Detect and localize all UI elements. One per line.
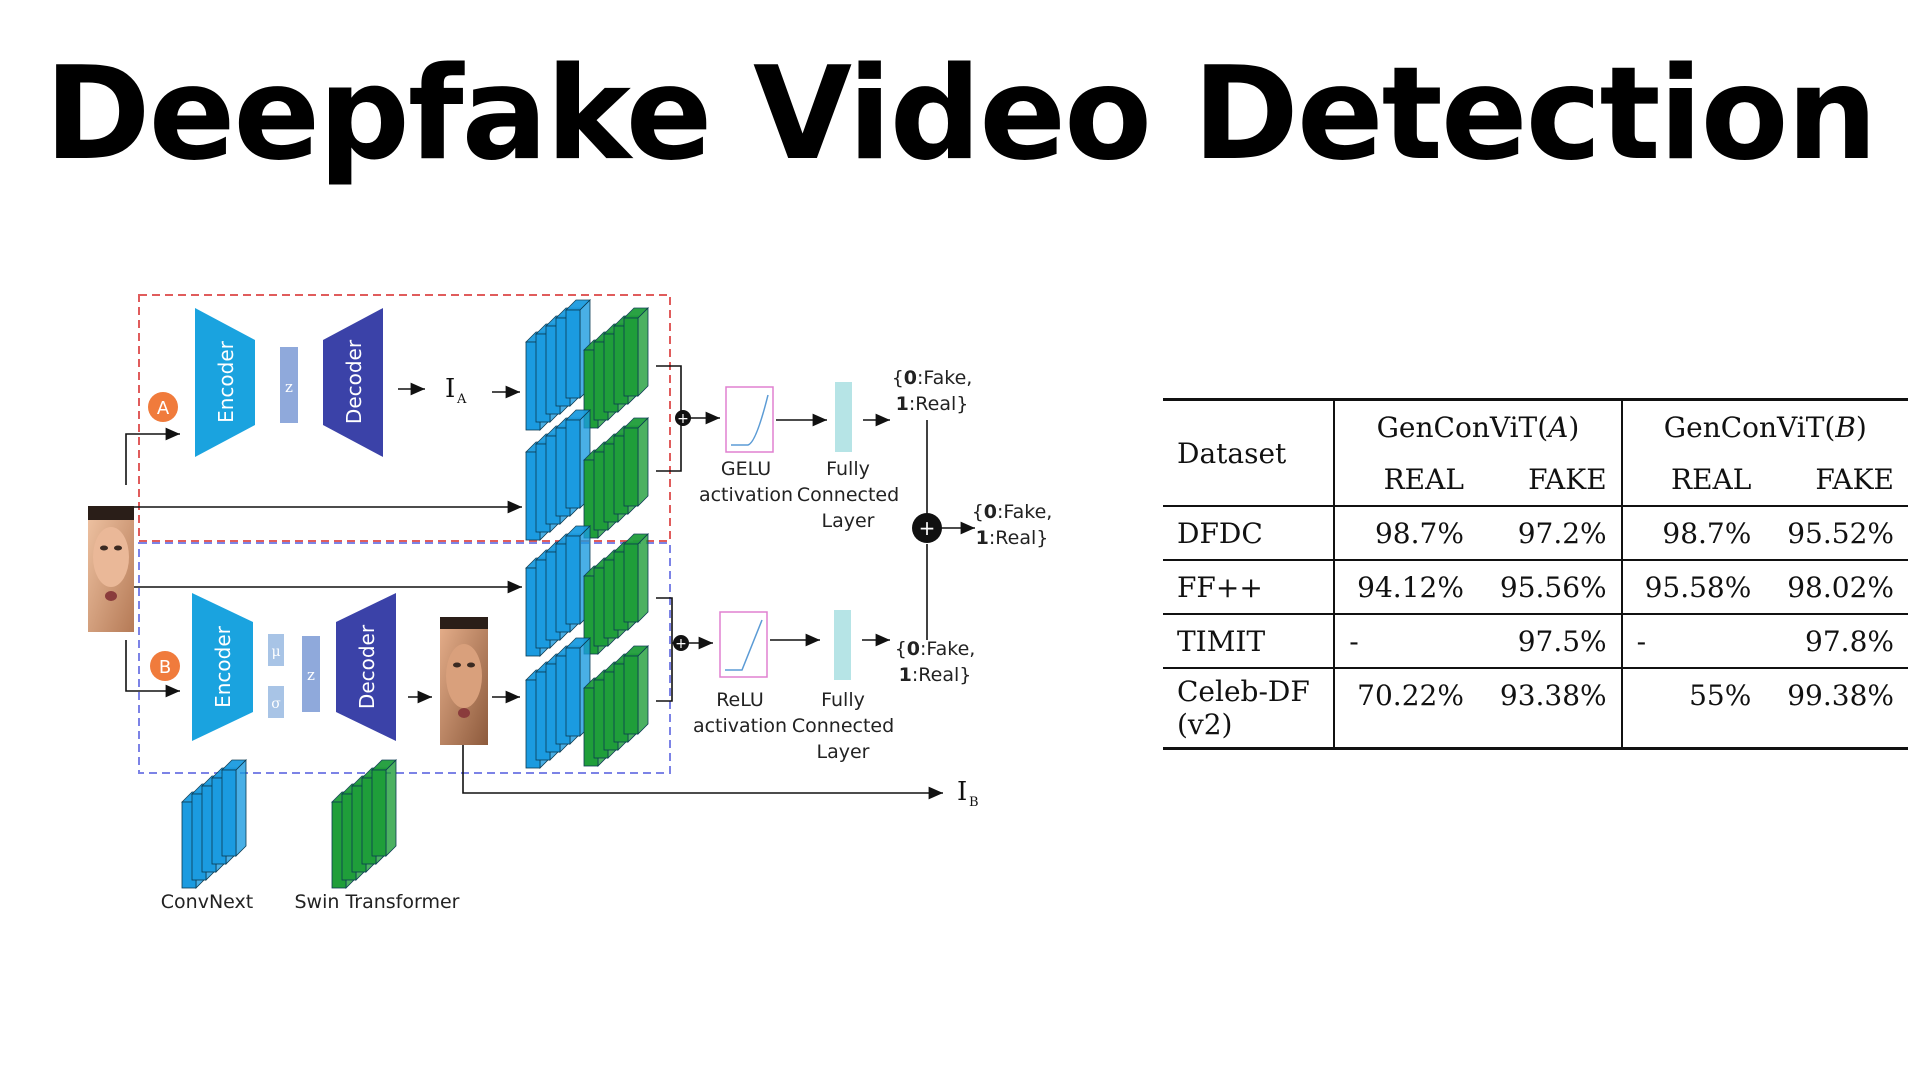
fc-label-b: Layer — [817, 741, 870, 763]
svg-text:Decoder: Decoder — [355, 624, 379, 709]
encoder-a: Encoder — [195, 308, 255, 457]
svg-text:z: z — [285, 378, 293, 396]
svg-text:B: B — [159, 657, 171, 678]
fc-label-a: Fully — [826, 458, 870, 480]
value-cell: - — [1334, 614, 1478, 668]
svg-text:z: z — [307, 666, 315, 684]
value-cell: 94.12% — [1334, 560, 1478, 614]
value-cell: 97.2% — [1478, 506, 1622, 560]
badge-b: B — [150, 651, 180, 681]
results-table: Dataset GenConViT(A) GenConViT(B) REAL F… — [1163, 398, 1908, 750]
plus-circle-icon: + — [673, 635, 689, 652]
decoder-a: Decoder — [323, 308, 383, 457]
value-cell: 93.38% — [1478, 668, 1622, 749]
value-cell: 98.02% — [1765, 560, 1908, 614]
fc-label-b: Fully — [821, 689, 865, 711]
dataset-cell: TIMIT — [1163, 614, 1334, 668]
output-label-b: {0:Fake, — [895, 638, 976, 660]
svg-text:+: + — [675, 636, 687, 652]
legend-swin-label: Swin Transformer — [295, 891, 460, 913]
ib-label: I — [957, 777, 967, 807]
value-cell: 98.7% — [1334, 506, 1478, 560]
subcol-fake-b: FAKE — [1765, 453, 1908, 506]
gelu-label: GELU — [721, 458, 771, 480]
table-row: Celeb-DF(v2)70.22%93.38%55%99.38% — [1163, 668, 1908, 749]
svg-text:A: A — [157, 398, 170, 419]
subcol-fake-a: FAKE — [1478, 453, 1622, 506]
value-cell: 95.52% — [1765, 506, 1908, 560]
dataset-cell: Celeb-DF(v2) — [1163, 668, 1334, 749]
value-cell: 55% — [1622, 668, 1766, 749]
swin-stack — [584, 418, 648, 538]
svg-text:Decoder: Decoder — [342, 339, 366, 424]
gelu-label: activation — [699, 484, 793, 506]
relu-activation-box — [720, 612, 767, 677]
swin-stack — [584, 534, 648, 654]
table-row: TIMIT-97.5%-97.8% — [1163, 614, 1908, 668]
value-cell: 95.58% — [1622, 560, 1766, 614]
fc-layer-a — [835, 382, 852, 452]
decoder-b: Decoder — [336, 593, 396, 741]
badge-a: A — [148, 392, 178, 422]
value-cell: 70.22% — [1334, 668, 1478, 749]
value-cell: 97.5% — [1478, 614, 1622, 668]
encoder-b: Encoder — [192, 593, 253, 741]
reconstructed-face-image — [440, 617, 488, 745]
ia-label: I — [445, 374, 455, 404]
input-face-image — [88, 506, 134, 632]
value-cell: 95.56% — [1478, 560, 1622, 614]
output-label-final: 1:Real} — [976, 527, 1049, 549]
subcol-real-b: REAL — [1622, 453, 1766, 506]
plus-circle-icon: + — [675, 410, 691, 427]
gelu-activation-box — [726, 387, 773, 452]
output-label-a: {0:Fake, — [892, 367, 973, 389]
model-a-header: GenConViT(A) — [1334, 400, 1621, 454]
value-cell: 98.7% — [1622, 506, 1766, 560]
dataset-cell: FF++ — [1163, 560, 1334, 614]
output-label-final: {0:Fake, — [972, 501, 1053, 523]
dataset-header: Dataset — [1163, 400, 1334, 507]
plus-circle-icon: + — [912, 513, 942, 543]
svg-text:Encoder: Encoder — [211, 625, 235, 708]
swin-legend-icon — [332, 760, 396, 888]
svg-text:+: + — [677, 411, 689, 427]
legend-convnext-label: ConvNext — [161, 891, 253, 913]
dataset-cell: DFDC — [1163, 506, 1334, 560]
model-b-header: GenConViT(B) — [1622, 400, 1908, 454]
svg-text:A: A — [456, 392, 467, 407]
output-label-a: 1:Real} — [896, 393, 969, 415]
convnext-legend-icon — [182, 760, 246, 888]
table-row: FF++94.12%95.56%95.58%98.02% — [1163, 560, 1908, 614]
svg-text:B: B — [969, 795, 979, 810]
fc-layer-b — [834, 610, 851, 680]
convnext-stack — [526, 526, 590, 656]
value-cell: - — [1622, 614, 1766, 668]
fc-label-a: Connected — [797, 484, 899, 506]
fc-label-b: Connected — [792, 715, 894, 737]
fc-label-a: Layer — [822, 510, 875, 532]
value-cell: 97.8% — [1765, 614, 1908, 668]
output-label-b: 1:Real} — [899, 664, 972, 686]
svg-text:μ: μ — [271, 644, 280, 660]
subcol-real-a: REAL — [1334, 453, 1478, 506]
value-cell: 99.38% — [1765, 668, 1908, 749]
svg-text:+: + — [919, 516, 936, 540]
relu-label: ReLU — [716, 689, 764, 711]
svg-text:Encoder: Encoder — [214, 340, 238, 423]
svg-text:σ: σ — [271, 696, 281, 712]
convnext-stack — [526, 638, 590, 768]
relu-label: activation — [693, 715, 787, 737]
swin-stack — [584, 308, 648, 428]
swin-stack — [584, 646, 648, 766]
